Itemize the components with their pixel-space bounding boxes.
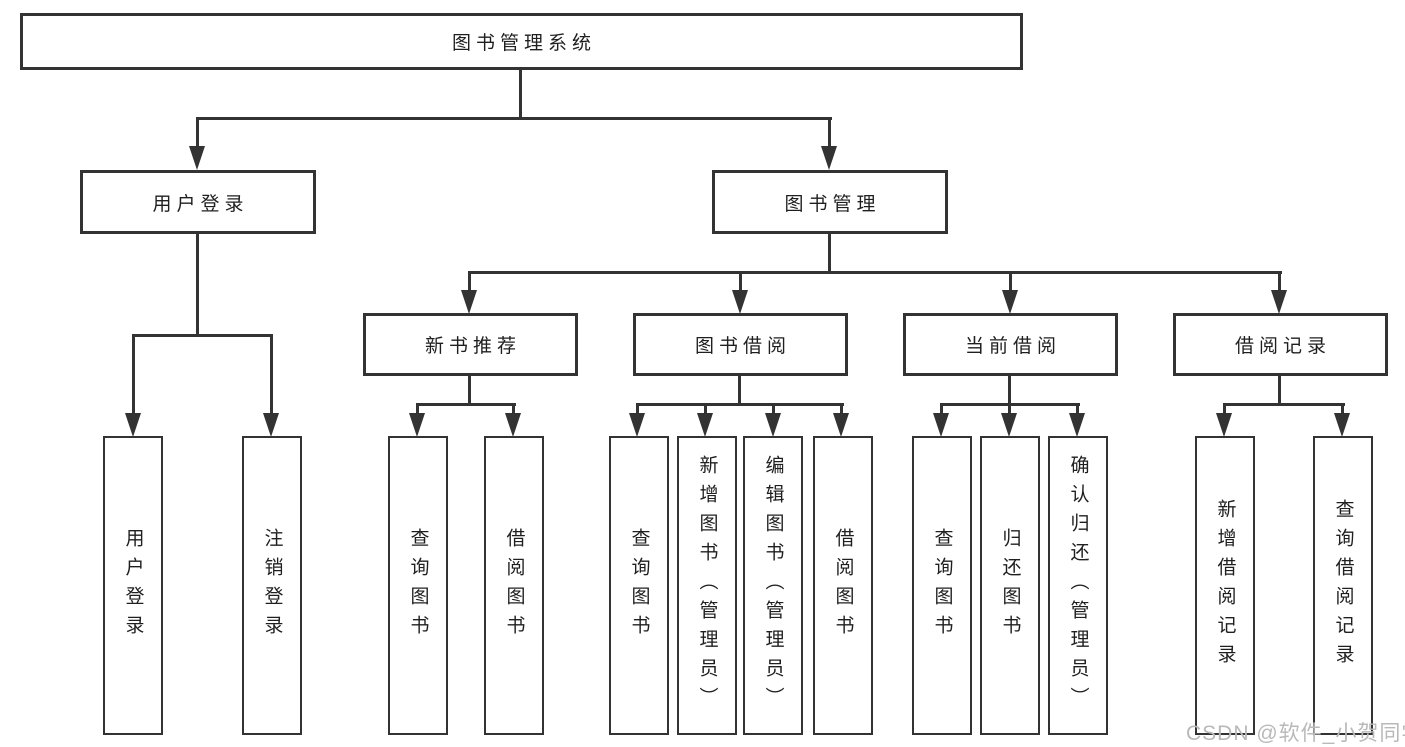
connector-line-v xyxy=(738,376,741,406)
node-confirm-return-admin-label: 确认归还（管理员） xyxy=(1067,455,1089,716)
node-query-books-recommend: 查询图书 xyxy=(388,436,448,735)
node-query-books-borrow-label: 查询图书 xyxy=(628,527,650,644)
connector-line-v xyxy=(132,334,135,414)
connector-line-v xyxy=(196,234,199,337)
node-user-login-leaf: 用户登录 xyxy=(103,436,163,735)
node-edit-books-admin: 编辑图书（管理员） xyxy=(743,436,803,735)
node-user-login: 用户登录 xyxy=(80,170,316,234)
arrow-down-icon xyxy=(1002,290,1018,314)
arrow-down-icon xyxy=(263,413,279,437)
node-borrow-books-label: 借阅图书 xyxy=(832,527,854,644)
connector-line-v xyxy=(468,271,471,291)
node-return-books: 归还图书 xyxy=(980,436,1040,735)
connector-line-v xyxy=(519,69,522,120)
connector-line-v xyxy=(270,334,273,414)
arrow-down-icon xyxy=(629,413,645,437)
node-add-books-admin-label: 新增图书（管理员） xyxy=(696,455,718,716)
node-current-borrowing: 当前借阅 xyxy=(903,313,1118,376)
node-book-borrowing: 图书借阅 xyxy=(633,313,848,376)
arrow-down-icon xyxy=(1271,290,1287,314)
node-add-borrow-record-label: 新增借阅记录 xyxy=(1214,498,1236,673)
csdn-watermark: CSDN @软件_小贺同学 xyxy=(1186,722,1405,745)
connector-line-v xyxy=(772,403,775,414)
arrow-down-icon xyxy=(505,413,521,437)
node-query-borrow-record-label: 查询借阅记录 xyxy=(1332,498,1354,673)
node-library-management-system: 图书管理系统 xyxy=(20,13,1023,70)
connector-line-h xyxy=(416,403,516,406)
arrow-down-icon xyxy=(697,413,713,437)
node-query-books-current-label: 查询图书 xyxy=(931,527,953,644)
node-query-books-borrow: 查询图书 xyxy=(609,436,669,735)
connector-line-v xyxy=(828,117,831,148)
connector-line-v xyxy=(468,376,471,406)
arrow-down-icon xyxy=(125,413,141,437)
node-new-book-recommendation: 新书推荐 xyxy=(363,313,578,376)
node-query-books-recommend-label: 查询图书 xyxy=(407,527,429,644)
node-query-borrow-record: 查询借阅记录 xyxy=(1313,436,1373,735)
arrow-down-icon xyxy=(933,413,949,437)
connector-line-v xyxy=(1008,403,1011,414)
connector-line-v xyxy=(1341,403,1344,414)
node-logout: 注销登录 xyxy=(242,436,302,735)
connector-line-v xyxy=(828,234,831,274)
node-confirm-return-admin: 确认归还（管理员） xyxy=(1048,436,1108,735)
node-add-books-admin: 新增图书（管理员） xyxy=(677,436,737,735)
node-return-books-label: 归还图书 xyxy=(999,527,1021,644)
connector-line-v xyxy=(1076,403,1079,414)
connector-line-v xyxy=(840,403,843,414)
connector-line-v xyxy=(1008,376,1011,406)
connector-line-h xyxy=(468,271,1282,274)
arrow-down-icon xyxy=(765,413,781,437)
node-borrow-books: 借阅图书 xyxy=(813,436,873,735)
connector-line-v xyxy=(1009,271,1012,291)
connector-line-v xyxy=(196,117,199,148)
connector-line-h xyxy=(132,334,273,337)
node-add-borrow-record: 新增借阅记录 xyxy=(1195,436,1255,735)
arrow-down-icon xyxy=(189,146,205,170)
connector-line-v xyxy=(704,403,707,414)
arrow-down-icon xyxy=(1334,413,1350,437)
connector-line-v xyxy=(940,403,943,414)
arrow-down-icon xyxy=(1216,413,1232,437)
connector-line-v xyxy=(739,271,742,291)
connector-line-h xyxy=(636,403,844,406)
arrow-down-icon xyxy=(821,146,837,170)
node-logout-label: 注销登录 xyxy=(261,527,283,644)
node-edit-books-admin-label: 编辑图书（管理员） xyxy=(762,455,784,716)
connector-line-v xyxy=(1278,376,1281,406)
arrow-down-icon xyxy=(732,290,748,314)
arrow-down-icon xyxy=(461,290,477,314)
connector-line-v xyxy=(636,403,639,414)
node-borrowing-records: 借阅记录 xyxy=(1173,313,1388,376)
connector-line-v xyxy=(416,403,419,414)
connector-line-v xyxy=(1223,403,1226,414)
connector-line-v xyxy=(512,403,515,414)
node-borrow-books-recommend: 借阅图书 xyxy=(484,436,544,735)
node-borrow-books-recommend-label: 借阅图书 xyxy=(503,527,525,644)
arrow-down-icon xyxy=(833,413,849,437)
node-query-books-current: 查询图书 xyxy=(912,436,972,735)
arrow-down-icon xyxy=(1001,413,1017,437)
node-book-management: 图书管理 xyxy=(712,170,948,234)
connector-line-h xyxy=(196,117,832,120)
arrow-down-icon xyxy=(1069,413,1085,437)
arrow-down-icon xyxy=(409,413,425,437)
connector-line-h xyxy=(1223,403,1345,406)
node-user-login-leaf-label: 用户登录 xyxy=(122,527,144,644)
connector-line-v xyxy=(1278,271,1281,291)
